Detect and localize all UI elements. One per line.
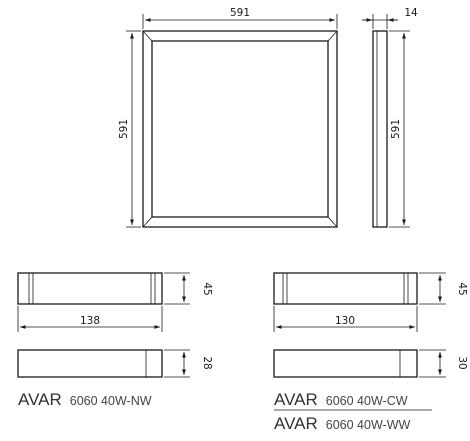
profile-nw-body — [17, 272, 163, 305]
side-height-label: 591 — [390, 119, 402, 139]
side-view: 14 591 — [362, 7, 418, 228]
product-cw-code: 6060 40W-CW — [326, 394, 408, 408]
side-profile-outer — [372, 30, 388, 228]
product-cw-title: AVAR 6060 40W-CW — [274, 390, 408, 409]
profile-cw-end-height-label: 30 — [456, 356, 468, 369]
product-name-nw: AVAR 6060 40W-NW — [18, 390, 152, 409]
profile-nw-end-body — [17, 349, 163, 378]
profile-nw-width-label: 138 — [80, 315, 100, 327]
product-nw-code: 6060 40W-NW — [70, 394, 152, 408]
profile-cw-width-label: 130 — [335, 315, 355, 327]
profile-nw: 45 138 — [17, 272, 213, 332]
profile-cw-body — [273, 272, 418, 305]
panel-inner-frame — [151, 40, 329, 218]
profile-nw-height-label: 45 — [201, 282, 213, 295]
profile-cw-end-body — [273, 349, 418, 378]
product-name-ww: AVAR 6060 40W-WW — [274, 414, 410, 433]
panel-outer-frame — [142, 30, 338, 228]
front-height-label: 591 — [118, 119, 130, 139]
product-ww-title: AVAR 6060 40W-WW — [274, 414, 410, 433]
profile-nw-end-height-label: 28 — [201, 356, 213, 369]
profile-cw: 45 130 — [273, 272, 468, 332]
side-depth-label: 14 — [404, 7, 418, 19]
product-nw-name: AVAR — [18, 390, 62, 409]
product-nw-title: AVAR 6060 40W-NW — [18, 390, 152, 409]
front-width-label: 591 — [230, 7, 250, 19]
product-name-cw: AVAR 6060 40W-CW — [274, 390, 408, 409]
product-ww-code: 6060 40W-WW — [326, 418, 411, 432]
profile-cw-end: 30 — [273, 349, 468, 378]
product-ww-name: AVAR — [274, 414, 318, 433]
profile-nw-end: 28 — [17, 349, 213, 378]
front-view: 591 591 — [118, 7, 338, 228]
product-cw-name: AVAR — [274, 390, 318, 409]
profile-cw-height-label: 45 — [456, 282, 468, 295]
